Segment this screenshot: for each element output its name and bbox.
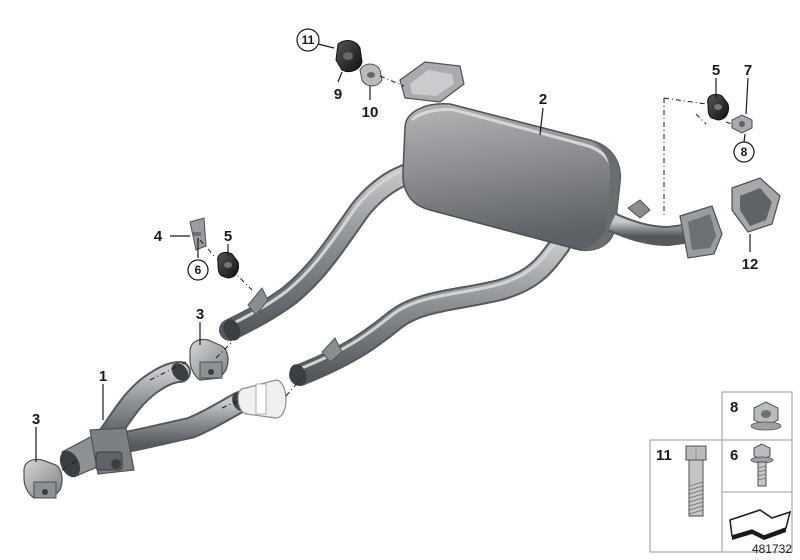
label-part-3-lower: 3 [32, 411, 40, 428]
reference-number: 481732 [752, 542, 792, 556]
rear-silencer [219, 61, 723, 386]
label-part-4: 4 [154, 228, 163, 245]
label-part-6: 6 [195, 263, 202, 277]
label-part-11-circle [296, 28, 320, 52]
label-part-8: 8 [741, 145, 748, 159]
hex-nut-small [731, 114, 753, 134]
legend-label-8: 8 [730, 399, 738, 416]
tailpipe-trim [731, 177, 781, 233]
label-part-3-upper: 3 [196, 306, 204, 323]
pipe-sleeve [237, 379, 287, 419]
screw-short-icon [750, 443, 774, 487]
front-y-pipe [59, 361, 251, 478]
label-part-2: 2 [539, 91, 547, 108]
hardware-legend: 8 11 6 [649, 391, 793, 553]
clamp-upper [189, 338, 229, 381]
label-part-12: 12 [742, 256, 759, 273]
label-part-6-circle [187, 259, 209, 281]
label-part-11: 11 [302, 33, 315, 47]
part-labels: 1 2 3 3 4 5 5 6 7 8 9 10 11 12 [32, 28, 759, 428]
damper-top [335, 40, 363, 73]
label-part-10: 10 [362, 104, 379, 121]
label-part-5-left: 5 [224, 228, 232, 245]
leader-lines [35, 43, 751, 471]
label-part-5-right: 5 [712, 62, 720, 79]
legend-label-6: 6 [730, 447, 738, 464]
label-part-8-circle [733, 141, 755, 163]
washer-top [359, 63, 383, 87]
legend-label-11: 11 [656, 447, 672, 464]
flange-nut-icon [750, 401, 782, 431]
label-part-9: 9 [334, 86, 342, 103]
label-part-1: 1 [99, 368, 107, 385]
direction-arrow-icon [729, 509, 792, 540]
rubber-mount-right [707, 93, 729, 121]
clamp-lower [23, 458, 63, 499]
bolt-long-icon [685, 445, 707, 517]
label-part-7: 7 [744, 62, 752, 79]
rubber-mount-left [217, 251, 239, 279]
